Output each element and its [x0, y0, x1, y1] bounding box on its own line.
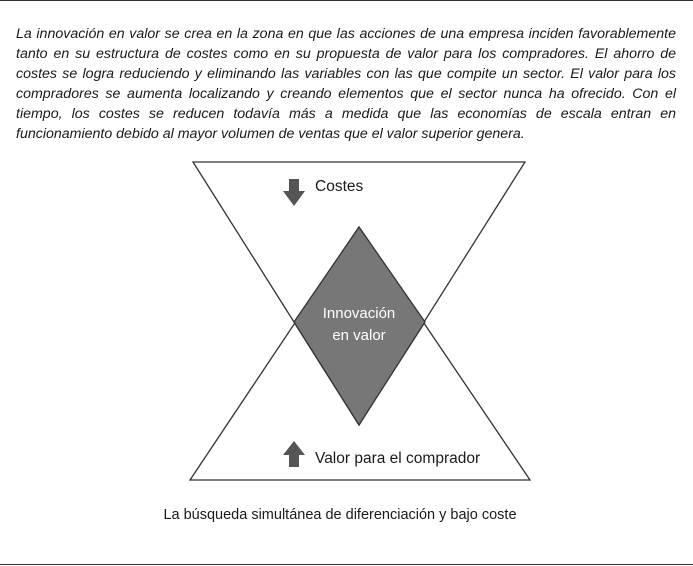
costs-label: Costes	[315, 178, 363, 195]
center-label-line2: en valor	[332, 327, 385, 344]
costs-triangle	[191, 161, 527, 427]
diagram-caption: La búsqueda simultánea de diferenciación…	[163, 507, 517, 523]
bottom-rule	[0, 564, 693, 565]
arrow-up-icon	[283, 441, 305, 467]
value-innovation-diamond	[293, 225, 426, 427]
top-rule	[0, 0, 693, 1]
value-triangle	[188, 225, 532, 481]
arrow-down-icon	[283, 179, 305, 206]
value-label: Valor para el comprador	[315, 450, 480, 467]
center-label-line1: Innovación	[323, 305, 396, 322]
intro-paragraph: La innovación en valor se crea en la zon…	[16, 26, 676, 142]
